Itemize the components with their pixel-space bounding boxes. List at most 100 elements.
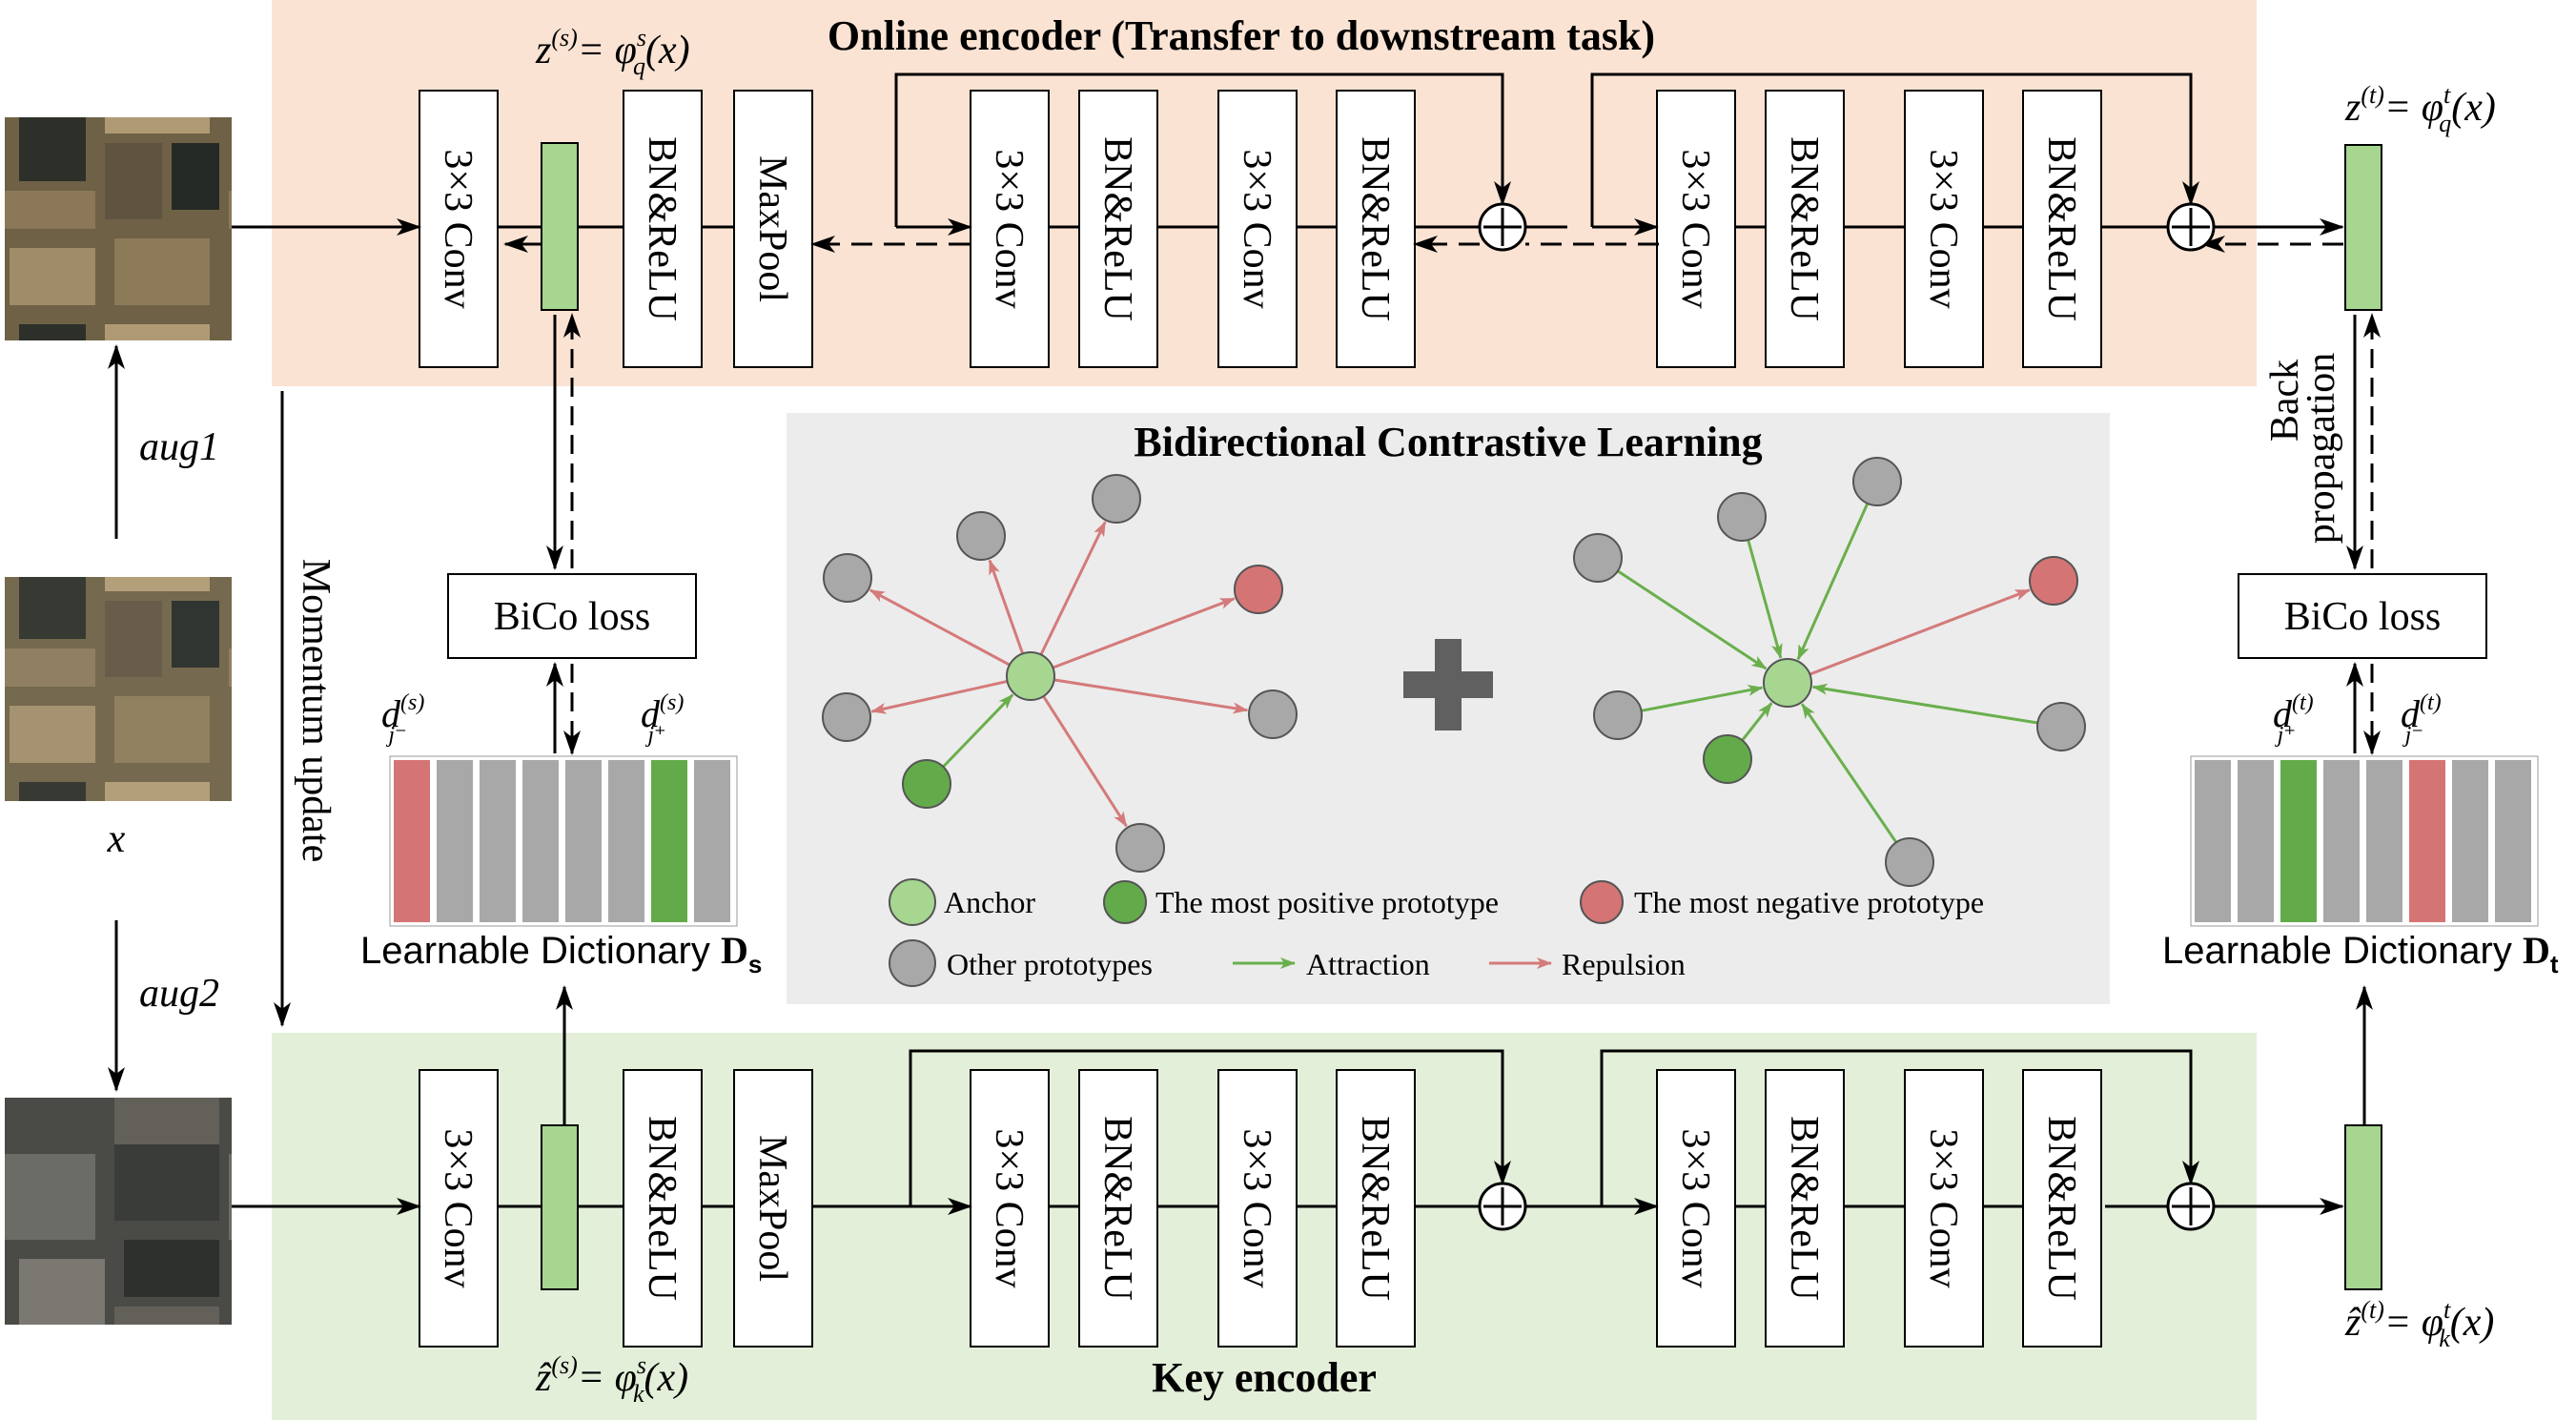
- key-feature-t: [2344, 1124, 2382, 1290]
- key-layer-label: 3×3 Conv: [1673, 1128, 1717, 1287]
- online-layer-conv: 3×3 Conv: [419, 90, 499, 368]
- prototype-node: [1573, 533, 1623, 583]
- online-layer-label: 3×3 Conv: [1921, 149, 1965, 308]
- online-layer-conv: 3×3 Conv: [970, 90, 1050, 368]
- online-layer-bnrelu: BN&ReLU: [1765, 90, 1845, 368]
- svg-text:Back: Back: [2263, 360, 2307, 442]
- bicl-repulsion-graph: [822, 474, 1298, 873]
- graph-edge: [1809, 588, 2031, 676]
- bico-loss-right: BiCo loss: [2284, 595, 2442, 639]
- key-forward-flow: [232, 1049, 2344, 1215]
- dict-entry: [2195, 760, 2231, 922]
- key-layer-conv: 3×3 Conv: [419, 1069, 499, 1348]
- prototype-node: [1248, 689, 1298, 739]
- key-layer-label: BN&ReLU: [1095, 1116, 1139, 1301]
- svg-text:Anchor: Anchor: [944, 885, 1035, 919]
- svg-text:d(s)j⁺: d(s)j⁺: [641, 690, 684, 748]
- online-layer-maxpool: MaxPool: [733, 90, 813, 368]
- bicl-legend: Anchor The most positive prototype The m…: [889, 878, 1984, 987]
- graph-edge: [1741, 702, 1773, 742]
- dict-entry: [565, 760, 602, 922]
- graph-edge: [869, 588, 1011, 667]
- key-layer-bnrelu: BN&ReLU: [623, 1069, 703, 1348]
- key-add-2: [2166, 1182, 2216, 1231]
- legend-negative-swatch: [1580, 880, 1624, 924]
- prototype-node: [1593, 690, 1643, 740]
- key-layer-label: 3×3 Conv: [436, 1128, 480, 1287]
- svg-text:z(t)= φtq(x): z(t)= φtq(x): [2344, 81, 2496, 137]
- prototype-node: [2036, 702, 2086, 751]
- key-layer-bnrelu: BN&ReLU: [1765, 1069, 1845, 1348]
- graph-edge: [1042, 695, 1128, 828]
- online-forward-flow: [232, 72, 2344, 236]
- prototype-node: [1885, 837, 1934, 887]
- dict-entry: [2495, 760, 2531, 922]
- online-layer-label: BN&ReLU: [1353, 136, 1397, 321]
- online-layer-label: BN&ReLU: [640, 136, 684, 321]
- graph-edge: [988, 559, 1025, 654]
- dict-entry: [608, 760, 644, 922]
- right-loss-links: [2346, 313, 2381, 755]
- graph-edge: [942, 693, 1014, 769]
- dict-right-neg-symbol: d(t)j⁻: [2401, 690, 2442, 748]
- svg-text:Repulsion: Repulsion: [1562, 947, 1686, 981]
- prototype-node: [822, 692, 871, 742]
- graph-edge: [1641, 684, 1764, 712]
- online-layer-label: 3×3 Conv: [436, 149, 480, 308]
- key-layer-label: 3×3 Conv: [1921, 1128, 1965, 1287]
- dict-entry: [522, 760, 559, 922]
- svg-text:z(s)= φsq(x): z(s)= φsq(x): [535, 24, 690, 80]
- key-layer-conv: 3×3 Conv: [1656, 1069, 1736, 1348]
- svg-text:d(t)j⁺: d(t)j⁺: [2273, 690, 2314, 748]
- dict-right-label: Learnable Dictionary Dt: [2162, 929, 2559, 978]
- graph-edge: [1747, 539, 1783, 659]
- graph-edge: [1800, 703, 1898, 844]
- dict-entry: [2452, 760, 2488, 922]
- graph-edge: [870, 679, 1008, 714]
- bico-loss-left-box: [447, 573, 697, 659]
- anchor-node: [1006, 651, 1055, 701]
- key-layer-maxpool: MaxPool: [733, 1069, 813, 1348]
- svg-text:ẑ(s)= φsk(x): ẑ(s)= φsk(x): [535, 1351, 688, 1408]
- graph-edge: [1796, 503, 1870, 661]
- key-layer-label: 3×3 Conv: [1235, 1128, 1278, 1287]
- online-feature-s: [541, 142, 579, 311]
- dict-entry-positive: [651, 760, 687, 922]
- online-layer-label: MaxPool: [750, 155, 794, 302]
- input-image-aug2: [5, 1098, 232, 1325]
- key-encoder-title: Key encoder: [1152, 1354, 1377, 1401]
- dict-entry: [2323, 760, 2360, 922]
- key-layer-bnrelu: BN&ReLU: [1078, 1069, 1158, 1348]
- key-layer-label: BN&ReLU: [2039, 1116, 2083, 1301]
- online-layer-label: BN&ReLU: [1095, 136, 1139, 321]
- negative-prototype-node: [1234, 565, 1283, 614]
- legend-positive-swatch: [1103, 880, 1147, 924]
- bico-loss-right-box: [2238, 573, 2487, 659]
- key-layer-conv: 3×3 Conv: [1217, 1069, 1298, 1348]
- online-add-2: [2166, 202, 2216, 252]
- online-layer-conv: 3×3 Conv: [1904, 90, 1984, 368]
- bico-loss-left: BiCo loss: [494, 595, 651, 639]
- legend-anchor-swatch: [889, 878, 936, 926]
- online-layer-label: BN&ReLU: [1782, 136, 1826, 321]
- online-layer-bnrelu: BN&ReLU: [623, 90, 703, 368]
- prototype-node: [956, 511, 1006, 561]
- dict-left-pos-symbol: d(s)j⁺: [641, 690, 684, 748]
- svg-text:Other prototypes: Other prototypes: [947, 947, 1153, 981]
- prototype-node: [823, 553, 872, 603]
- online-layer-bnrelu: BN&ReLU: [1078, 90, 1158, 368]
- dict-entry: [2238, 760, 2274, 922]
- graph-edge: [1811, 683, 2038, 725]
- dict-entry-negative: [2409, 760, 2445, 922]
- aug1-label: aug1: [139, 425, 219, 469]
- online-layer-label: 3×3 Conv: [987, 149, 1031, 308]
- svg-text:propagation: propagation: [2300, 353, 2343, 545]
- svg-text:The most negative prototype: The most negative prototype: [1634, 885, 1984, 919]
- graph-edge: [1053, 678, 1249, 714]
- prototype-node: [1115, 823, 1165, 873]
- online-layer-bnrelu: BN&ReLU: [2022, 90, 2102, 368]
- input-image-aug1: [5, 117, 232, 340]
- online-layer-label: 3×3 Conv: [1673, 149, 1717, 308]
